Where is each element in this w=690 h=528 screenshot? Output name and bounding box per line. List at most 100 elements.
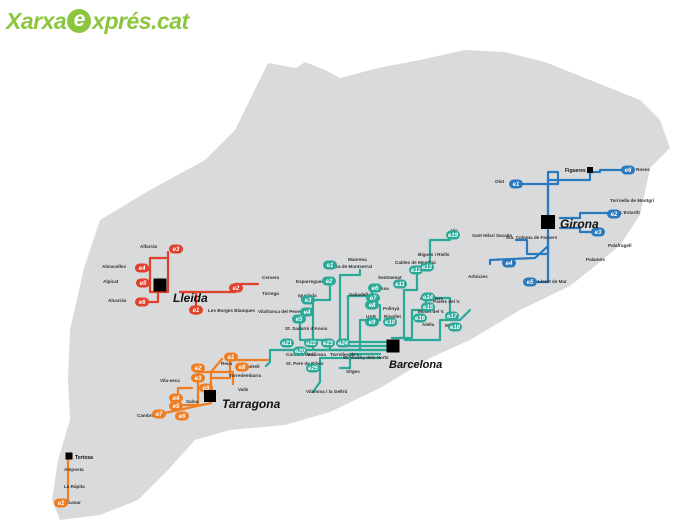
badge-girona-e4[interactable]: e4: [502, 258, 516, 268]
badge-pill: [621, 165, 635, 175]
badge-barcelona-e9[interactable]: e9: [365, 317, 379, 327]
badge-tarragona-e1[interactable]: e1: [224, 352, 238, 362]
badge-label: e5: [173, 404, 180, 410]
badge-label: e19: [448, 233, 459, 239]
badge-pill: [368, 283, 382, 293]
hub-figueres[interactable]: Figueres: [565, 167, 593, 174]
badge-label: e2: [611, 212, 618, 218]
hub-tortosa[interactable]: Tortosa: [65, 452, 94, 462]
hub-square: [587, 167, 593, 173]
badge-barcelona-e7[interactable]: e7: [366, 293, 380, 303]
badge-label: e13: [422, 265, 433, 271]
badge-barcelona-e5[interactable]: e5: [292, 314, 306, 324]
badge-lleida-e3[interactable]: e3: [169, 244, 183, 254]
stop-label-manresa: Manresa: [348, 257, 367, 262]
badge-barcelona-e23[interactable]: e23: [321, 338, 335, 348]
stop-label-valls: Valls: [238, 387, 249, 392]
badge-label: e5: [296, 317, 303, 323]
badge-pill: [152, 409, 166, 419]
badge-pill: [54, 498, 68, 508]
hub-barcelona[interactable]: Barcelona: [386, 339, 443, 372]
badge-pill: [306, 363, 320, 373]
hub-tarragona[interactable]: Tarragona: [204, 390, 281, 411]
badge-girona-e2[interactable]: e2: [607, 209, 621, 219]
stop-label-salou: Salou: [186, 399, 199, 404]
badge-barcelona-e3[interactable]: e3: [301, 295, 315, 305]
badge-barcelona-e18[interactable]: e18: [448, 322, 462, 332]
badge-tarragona-e8[interactable]: e8: [235, 362, 249, 372]
badge-pill: [191, 363, 205, 373]
badge-label: e17: [447, 314, 458, 320]
stop-label-torrelles-de-l: Torrelles de L.: [330, 352, 361, 357]
badge-label: e5: [140, 281, 147, 287]
badge-girona-e1[interactable]: e1: [509, 179, 523, 189]
badge-label: e21: [282, 341, 293, 347]
badge-barcelona-e19[interactable]: e19: [446, 230, 460, 240]
badge-barcelona-e8[interactable]: e8: [365, 300, 379, 310]
badge-barcelona-e1[interactable]: e1: [323, 260, 337, 270]
badge-pill: [336, 338, 350, 348]
badge-pill: [607, 209, 621, 219]
badge-barcelona-e13[interactable]: e13: [420, 262, 434, 272]
badge-pill: [446, 230, 460, 240]
badge-label: e1: [327, 263, 334, 269]
badge-pill: [169, 244, 183, 254]
badge-barcelona-e4[interactable]: e4: [300, 307, 314, 317]
badge-lleida-e5[interactable]: e5: [136, 278, 150, 288]
badge-pill: [169, 393, 183, 403]
badge-terres_ebre-e1[interactable]: e1: [54, 498, 68, 508]
badge-tarragona-e3[interactable]: e3: [191, 373, 205, 383]
stop-label-les-borges-blanques: Les Borges Blanques: [208, 308, 255, 313]
girona-route-lloret: [530, 238, 550, 284]
badge-tarragona-e6[interactable]: e6: [175, 411, 189, 421]
hub-lleida[interactable]: Lleida: [153, 278, 209, 306]
badge-tarragona-e7[interactable]: e7: [152, 409, 166, 419]
badge-barcelona-e25[interactable]: e25: [306, 363, 320, 373]
badge-barcelona-e22[interactable]: e22: [304, 338, 318, 348]
badge-barcelona-e21[interactable]: e21: [280, 338, 294, 348]
badge-barcelona-e24[interactable]: e24: [336, 338, 350, 348]
stop-label-st-pere-de-ribes: St. Pere de Ribes: [286, 361, 324, 366]
barcelona-route-mataro: [403, 308, 472, 342]
badge-pill: [409, 265, 423, 275]
badge-label: e25: [308, 366, 319, 372]
badge-barcelona-e2[interactable]: e2: [322, 276, 336, 286]
badge-barcelona-e14[interactable]: e14: [421, 292, 435, 302]
badge-barcelona-e15[interactable]: e15: [421, 302, 435, 312]
stop-label-vilanova-i-la-geltru: Vilanova i la Geltrú: [306, 389, 347, 394]
badge-lleida-e1[interactable]: e1: [189, 305, 203, 315]
badge-girona-e3[interactable]: e3: [591, 227, 605, 237]
stop-label-bigues-i-riells: Bigues i Riells: [418, 252, 450, 257]
stop-label-uab: UAB: [366, 314, 377, 319]
badge-barcelona-e11[interactable]: e11: [393, 279, 407, 289]
stop-label-vallirana: Vallirana: [307, 352, 326, 357]
stop-label-cervera: Cervera: [262, 275, 280, 280]
badge-label: e6: [625, 168, 632, 174]
badge-tarragona-e2[interactable]: e2: [191, 363, 205, 373]
hub-label: Girona: [560, 217, 599, 231]
badge-lleida-e4[interactable]: e4: [135, 263, 149, 273]
tarragona-route-valls: [209, 370, 235, 386]
stop-label-palafrugell: Palafrugell: [608, 243, 632, 248]
badge-lleida-e2[interactable]: e2: [229, 283, 243, 293]
hub-label: Lleida: [173, 291, 208, 305]
hub-girona[interactable]: Girona: [541, 215, 599, 231]
badge-tarragona-e4[interactable]: e4: [169, 393, 183, 403]
badge-pill: [420, 262, 434, 272]
badge-barcelona-e10[interactable]: e10: [383, 317, 397, 327]
badge-barcelona-e12[interactable]: e12: [409, 265, 423, 275]
stop-label-lloret-de-mar: Lloret de Mar: [538, 279, 567, 284]
badge-label: e12: [411, 268, 422, 274]
badge-tarragona-e5[interactable]: e5: [169, 401, 183, 411]
badge-pill: [191, 373, 205, 383]
badge-lleida-e6[interactable]: e6: [135, 297, 149, 307]
badge-barcelona-e16[interactable]: e16: [413, 313, 427, 323]
badge-barcelona-e6[interactable]: e6: [368, 283, 382, 293]
badge-barcelona-e20[interactable]: e20: [293, 346, 307, 356]
badge-pill: [365, 300, 379, 310]
badge-girona-e5[interactable]: e5: [523, 277, 537, 287]
badge-barcelona-e17[interactable]: e17: [445, 311, 459, 321]
badge-label: e3: [195, 376, 202, 382]
badge-girona-e6[interactable]: e6: [621, 165, 635, 175]
